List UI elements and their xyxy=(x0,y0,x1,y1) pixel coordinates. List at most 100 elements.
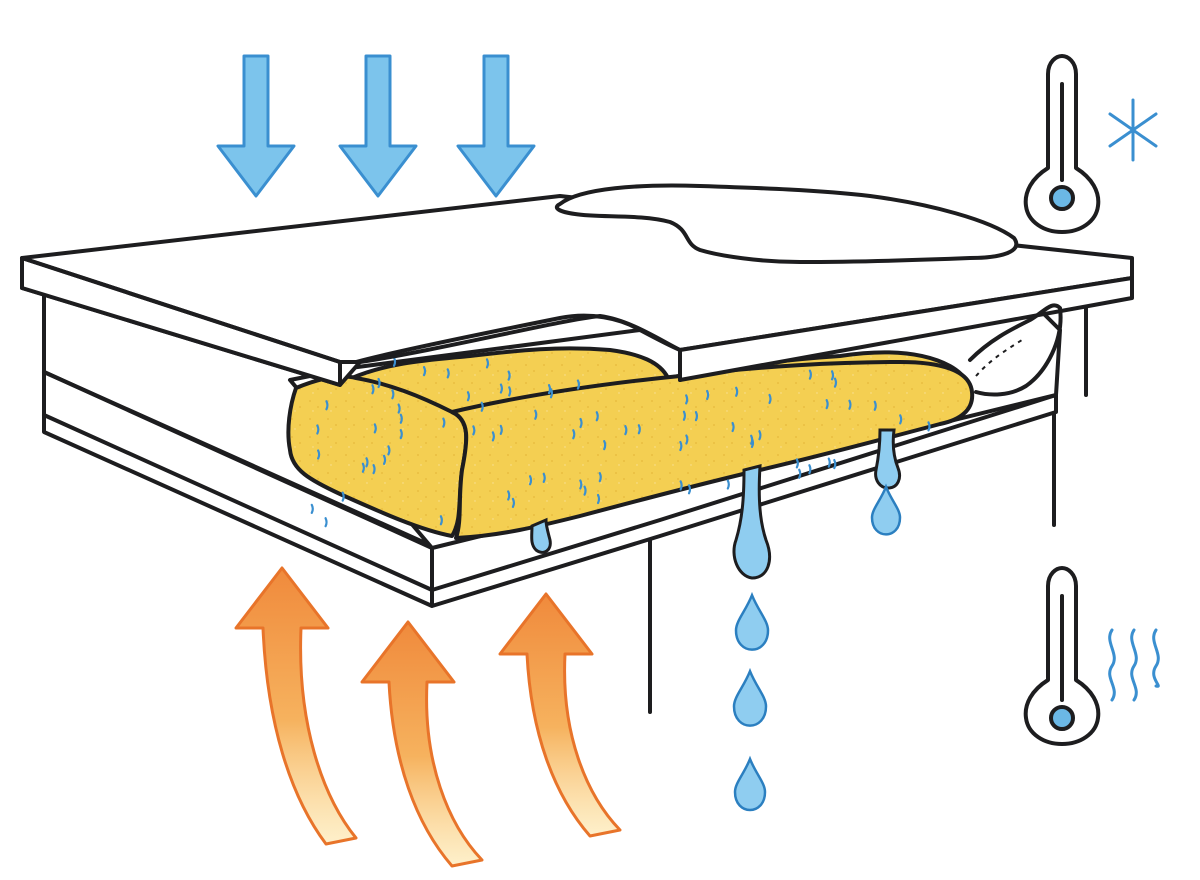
moisture-fleck xyxy=(798,468,802,479)
falling-water-drops xyxy=(732,483,902,812)
moisture-fleck xyxy=(365,457,369,468)
moisture-fleck xyxy=(750,437,755,449)
curved-up-arrow-icon xyxy=(498,592,622,838)
moisture-fleck xyxy=(387,445,391,456)
insulation-batts xyxy=(286,346,975,540)
down-arrow-icon xyxy=(216,54,296,198)
moisture-fleck xyxy=(372,463,376,475)
roof-cut-line xyxy=(354,313,682,364)
moisture-fleck xyxy=(735,386,739,397)
moisture-fleck xyxy=(422,366,427,377)
moisture-fleck xyxy=(679,440,683,452)
moisture-fleck xyxy=(549,388,554,399)
moisture-fleck xyxy=(466,391,471,402)
moisture-fleck xyxy=(731,421,735,433)
moisture-fleck xyxy=(472,425,476,436)
moisture-fleck xyxy=(827,457,831,468)
moisture-fleck xyxy=(808,369,812,380)
moisture-fleck xyxy=(833,458,837,470)
moisture-fleck xyxy=(579,479,583,490)
moisture-fleck xyxy=(507,490,511,501)
down-arrow-icon xyxy=(338,54,418,198)
drip-center xyxy=(732,464,771,580)
moisture-fleck xyxy=(341,491,345,502)
water-drop-icon xyxy=(870,483,902,536)
warm-thermometer-group xyxy=(1023,566,1160,746)
moisture-fleck xyxy=(596,493,601,505)
moisture-fleck xyxy=(899,414,903,425)
moisture-fleck xyxy=(442,417,446,428)
drip-right xyxy=(874,428,902,490)
moisture-fleck xyxy=(583,485,587,496)
heat-waves-icon xyxy=(1108,628,1160,702)
moisture-fleck xyxy=(528,475,533,486)
drip-left xyxy=(530,517,552,554)
moisture-fleck xyxy=(446,368,450,379)
moisture-fleck xyxy=(399,413,403,424)
moisture-fleck xyxy=(325,400,329,411)
thermometer-icon xyxy=(1023,566,1101,746)
moisture-fleck xyxy=(382,454,387,466)
moisture-fleck xyxy=(499,383,504,394)
moisture-fleck xyxy=(758,430,762,441)
moisture-fleck xyxy=(830,370,835,381)
moisture-fleck xyxy=(317,449,321,460)
moisture-fleck xyxy=(927,421,931,432)
moisture-fleck xyxy=(795,458,799,469)
moisture-fleck xyxy=(679,480,683,491)
moisture-fleck xyxy=(371,384,375,395)
moisture-fleck xyxy=(499,424,503,436)
moisture-fleck xyxy=(687,484,692,495)
support-posts xyxy=(648,298,1088,714)
moisture-fleck xyxy=(685,394,689,405)
warm-air-arrows xyxy=(234,566,622,868)
moisture-fleck xyxy=(480,401,484,412)
moisture-fleck xyxy=(491,431,495,442)
water-drop-icon xyxy=(733,755,767,812)
moisture-fleck xyxy=(637,424,641,435)
moisture-fleck xyxy=(603,440,607,451)
cold-thermometer-group xyxy=(1023,54,1158,234)
moisture-fleck xyxy=(706,389,710,401)
moisture-fleck xyxy=(808,464,812,475)
moisture-fleck xyxy=(694,411,699,422)
moisture-fleck xyxy=(624,425,628,436)
snow-patch xyxy=(554,183,1019,264)
moisture-fleck xyxy=(392,356,397,367)
moisture-fleck xyxy=(324,517,328,528)
moisture-fleck xyxy=(547,384,552,395)
moisture-fleck xyxy=(399,429,403,440)
snowflake-icon xyxy=(1108,98,1158,162)
moisture-fleck xyxy=(439,515,443,526)
moisture-fleck xyxy=(598,472,602,483)
cold-air-arrows xyxy=(216,54,536,198)
damaged-corner-texture xyxy=(975,339,1023,377)
moisture-fleck xyxy=(377,377,381,389)
moisture-fleck xyxy=(373,423,377,434)
moisture-fleck xyxy=(768,393,772,405)
roof-edge-line xyxy=(20,256,362,364)
moisture-flecks xyxy=(310,356,931,528)
water-drop-icon xyxy=(732,667,768,727)
moisture-fleck xyxy=(361,462,365,473)
deck-inner-line xyxy=(42,370,434,548)
moisture-fleck xyxy=(726,479,730,490)
moisture-fleck xyxy=(579,417,583,429)
moisture-fleck xyxy=(682,410,687,421)
condensation-drips xyxy=(530,428,902,580)
roof-top-slab xyxy=(20,183,1134,397)
moisture-fleck xyxy=(511,497,516,509)
moisture-fleck xyxy=(391,389,395,400)
moisture-fleck xyxy=(397,403,401,414)
moisture-fleck xyxy=(848,399,852,410)
moisture-fleck xyxy=(572,429,576,440)
thermometer-icon xyxy=(1023,54,1101,234)
moisture-fleck xyxy=(508,386,512,397)
moisture-fleck xyxy=(534,409,538,420)
moisture-fleck xyxy=(507,370,511,381)
moisture-fleck xyxy=(833,377,838,388)
moisture-fleck xyxy=(485,358,490,369)
down-arrow-icon xyxy=(456,54,536,198)
